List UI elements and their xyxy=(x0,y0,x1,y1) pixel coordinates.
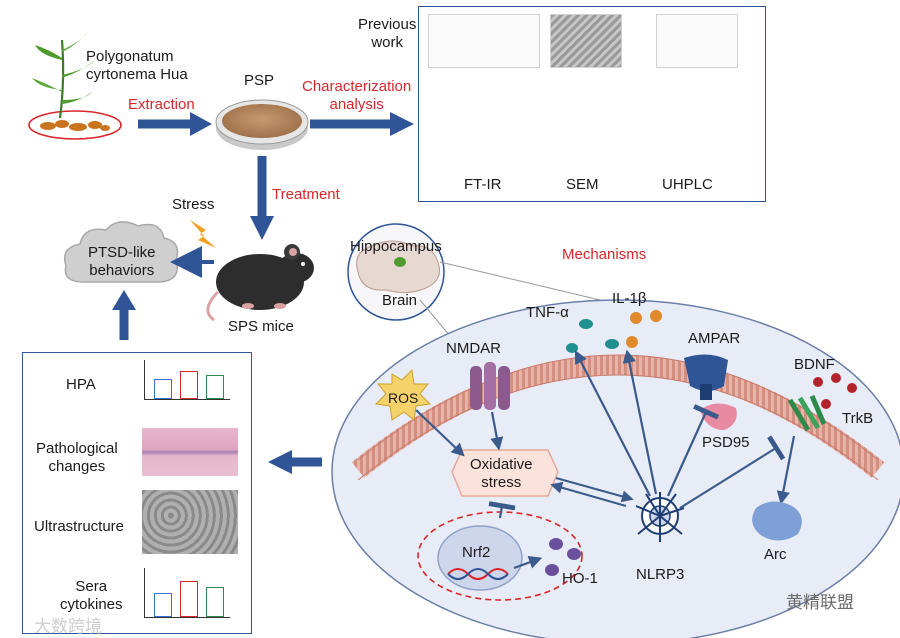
bdnf-dots xyxy=(813,373,857,409)
previous-work-label: Previous work xyxy=(358,16,417,51)
ampar-label: AMPAR xyxy=(688,330,741,347)
tnf-alpha-icons xyxy=(566,319,619,353)
extraction-label: Extraction xyxy=(128,96,195,113)
lightning-icon xyxy=(190,220,216,248)
ho1-icons xyxy=(545,538,581,576)
brain-icon xyxy=(347,223,445,321)
nmdar-label: NMDAR xyxy=(446,340,501,357)
nmdar-receptor-icon xyxy=(470,362,510,410)
hpa-mini-chart xyxy=(140,358,236,404)
ros-star-icon xyxy=(374,368,432,421)
nucleus-region xyxy=(417,511,583,601)
psp-petri-dish-icon xyxy=(215,99,309,150)
plant-label: Polygonatum cyrtonema Hua xyxy=(86,48,188,83)
nrf2-label: Nrf2 xyxy=(462,544,491,561)
pathological-label: Pathological changes xyxy=(36,440,118,475)
sps-mice-label: SPS mice xyxy=(228,318,294,335)
uhplc-thumbnail xyxy=(656,14,738,68)
ultrastructure-label: Ultrastructure xyxy=(34,518,125,535)
il1b-icons xyxy=(626,310,662,348)
watermark-left: 大数跨境 xyxy=(34,617,102,636)
hpa-label: HPA xyxy=(66,376,96,393)
ultrastructure-image xyxy=(142,490,238,554)
pathology-image xyxy=(142,428,238,476)
mechanisms-label: Mechanisms xyxy=(562,246,647,263)
brain-label: Brain xyxy=(382,292,418,309)
il1b-label: IL-1β xyxy=(612,290,647,307)
treatment-label: Treatment xyxy=(272,186,340,203)
bdnf-label: BDNF xyxy=(794,356,835,373)
sera-label: Sera cytokines xyxy=(60,578,123,613)
ros-label: ROS xyxy=(388,390,419,406)
characterization-label: Characterization analysis xyxy=(302,78,412,113)
oxidative-stress-box xyxy=(451,449,559,497)
watermark-right: 黄精联盟 xyxy=(786,593,854,612)
arc-label: Arc xyxy=(764,546,787,563)
sem-label: SEM xyxy=(566,176,599,193)
arc-protein-icon xyxy=(752,501,802,541)
mouse-icon xyxy=(206,244,314,322)
panel-to-ptsd-arrow xyxy=(112,290,136,310)
psp-label: PSP xyxy=(244,72,275,89)
oxidative-stress-label: Oxidative stress xyxy=(470,456,533,491)
sem-thumbnail xyxy=(550,14,622,68)
ampar-receptor-icon xyxy=(684,354,728,400)
ho1-label: HO-1 xyxy=(562,570,598,587)
uhplc-label: UHPLC xyxy=(662,176,713,193)
stress-label: Stress xyxy=(172,196,215,213)
nlrp3-label: NLRP3 xyxy=(636,566,685,583)
trkb-label: TrkB xyxy=(842,410,874,427)
ptsd-label: PTSD-like behaviors xyxy=(88,244,156,279)
ftir-thumbnail xyxy=(428,14,540,68)
psd95-label: PSD95 xyxy=(702,434,750,451)
tnf-alpha-label: TNF-α xyxy=(526,304,569,321)
nlrp3-inflammasome-icon xyxy=(635,492,685,542)
polygonatum-plant-icon xyxy=(28,32,122,140)
sera-mini-chart xyxy=(140,566,236,622)
mechanism-to-panel-arrow xyxy=(268,450,292,474)
hippocampus-label: Hippocampus xyxy=(350,238,442,255)
ftir-label: FT-IR xyxy=(464,176,502,193)
trkb-receptor-icon xyxy=(787,395,827,432)
